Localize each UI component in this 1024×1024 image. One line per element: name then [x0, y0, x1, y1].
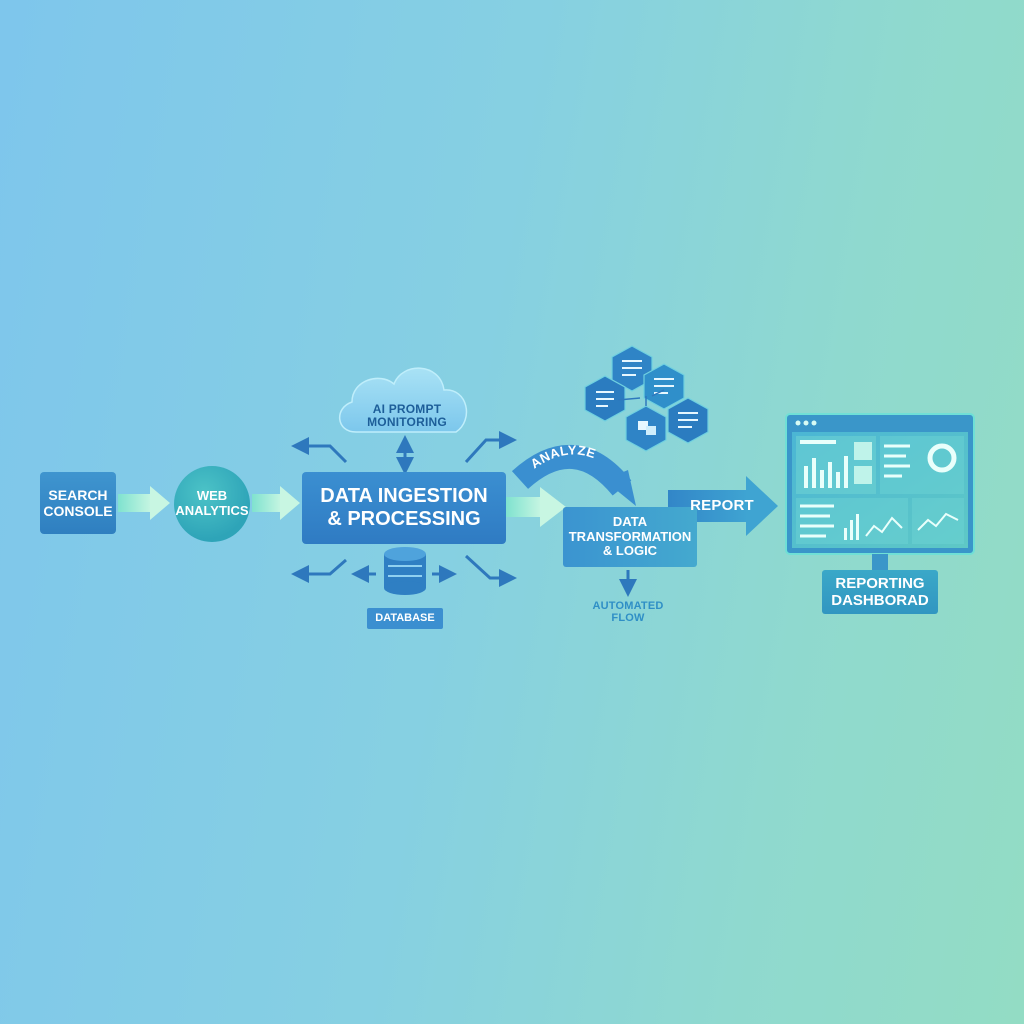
analyze-label: ANALYZE	[528, 442, 598, 471]
report-label: REPORT	[690, 496, 754, 514]
document-hexagon-icon	[611, 345, 653, 392]
flow-arrow-1	[118, 486, 170, 520]
ai-prompt-monitoring-label: AI PROMPT MONITORING	[367, 401, 447, 429]
database-icon	[384, 547, 426, 595]
chat-hexagon-icon	[625, 405, 667, 452]
ingestion-connectors	[291, 431, 637, 597]
automated-flow-label: AUTOMATED FLOW	[592, 599, 664, 624]
flow-arrow-2	[252, 486, 300, 520]
reporting-dashboard-label: REPORTING DASHBORAD	[822, 570, 938, 614]
analyze-arrow	[511, 445, 636, 506]
document-hexagon-icon	[667, 397, 709, 444]
analyze-label-path: ANALYZE	[528, 442, 598, 471]
web-analytics-node: WEB ANALYTICS	[174, 466, 250, 542]
data-ingestion-node: DATA INGESTION & PROCESSING	[302, 472, 506, 544]
search-console-node: SEARCH CONSOLE	[40, 472, 116, 534]
monitor-dashboard-icon	[785, 413, 975, 570]
document-hexagon-icon	[584, 375, 626, 422]
hexagon-cluster	[584, 345, 709, 452]
cloud-icon	[339, 367, 468, 433]
flow-arrow-3	[506, 487, 566, 527]
database-label: DATABASE	[367, 608, 443, 629]
data-transformation-node: DATA TRANSFORMATION & LOGIC	[563, 507, 697, 567]
